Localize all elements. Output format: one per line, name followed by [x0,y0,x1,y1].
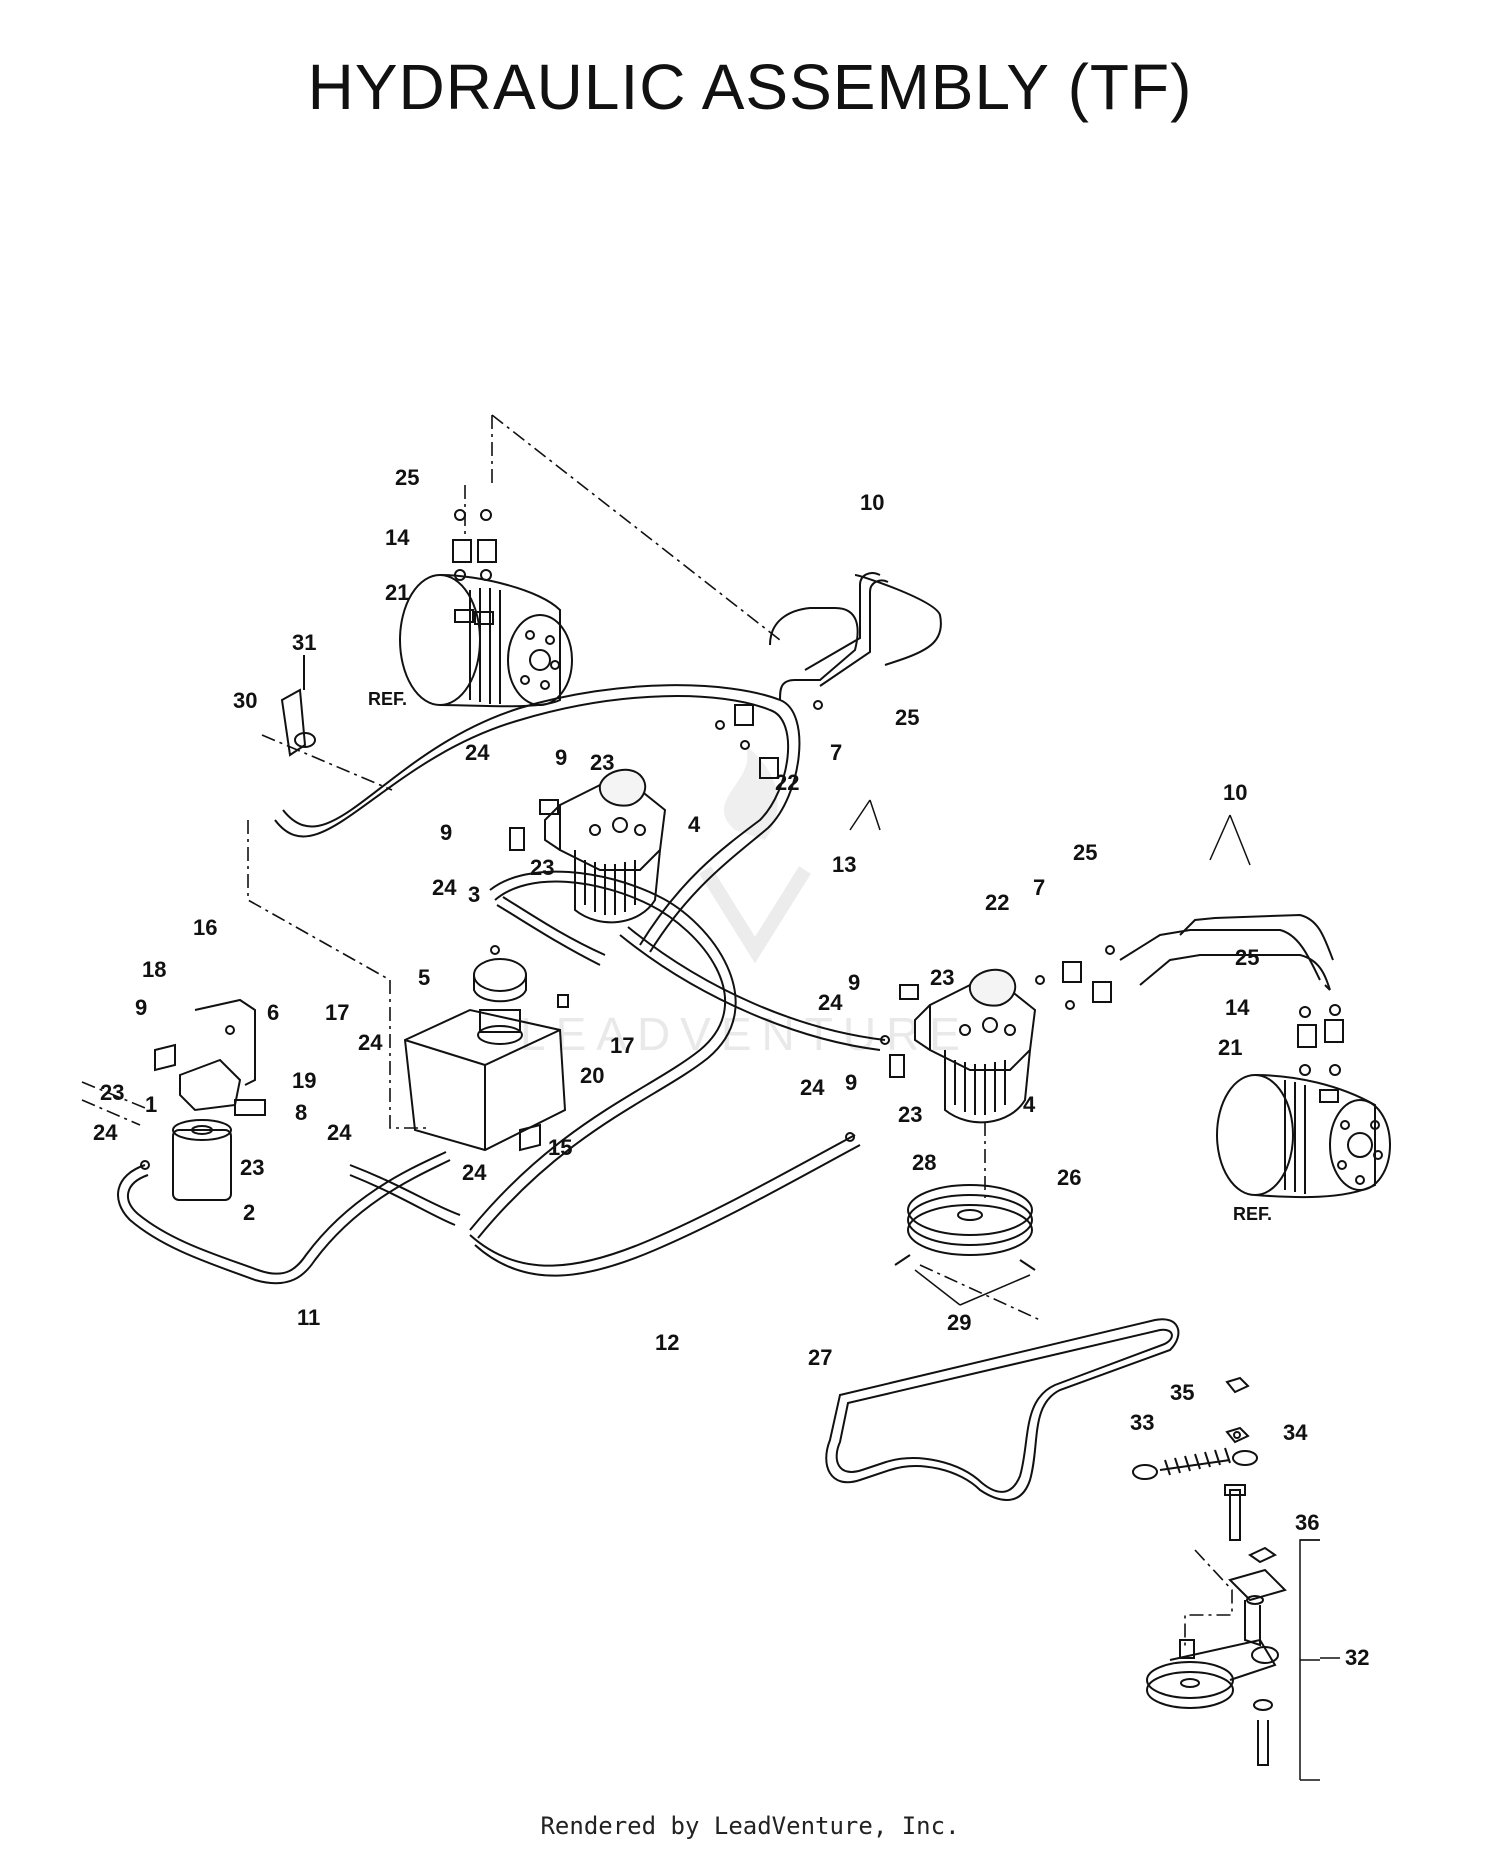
callout-14: 14 [1225,995,1250,1020]
alignment-lines [81,414,1233,1650]
callout-27: 27 [808,1345,832,1370]
callout-24: 24 [327,1120,352,1145]
callout-21: 21 [1218,1035,1242,1060]
callout-22: 22 [775,770,799,795]
hydraulic-lines [117,572,1334,1285]
callout-17: 17 [610,1033,634,1058]
bolt [1229,1489,1241,1541]
nut [1225,1376,1250,1394]
callout-9: 9 [135,995,147,1020]
bracket [280,688,307,757]
callout-12: 12 [655,1330,679,1355]
callout-25: 25 [1235,945,1259,970]
watermark-text: LEADVENTURE [520,1008,970,1060]
callout-15: 15 [548,1135,572,1160]
pump-left [544,768,667,924]
callout-31: 31 [292,630,316,655]
filter-assembly [154,998,266,1201]
callout-24: 24 [800,1075,825,1100]
callout-26: 26 [1057,1165,1081,1190]
callout-25: 25 [895,705,919,730]
callout-7: 7 [1033,875,1045,900]
callout-24: 24 [432,875,457,900]
callout-30: 30 [233,688,257,713]
leader-lines [849,799,1340,1781]
callout-24: 24 [93,1120,118,1145]
callout-24: 24 [818,990,843,1015]
ref-label: REF. [1233,1204,1272,1224]
callout-16: 16 [193,915,217,940]
callout-10: 10 [1223,780,1247,805]
callout-3: 3 [468,882,480,907]
wheel-motor-left [399,574,573,708]
page-title: HYDRAULIC ASSEMBLY (TF) [307,51,1193,123]
callout-23: 23 [590,750,614,775]
callout-35: 35 [1170,1380,1194,1405]
hose-13 [274,695,790,946]
callout-25: 25 [395,465,419,490]
callout-11: 11 [297,1305,320,1330]
callout-23: 23 [530,855,554,880]
callout-36: 36 [1295,1510,1319,1535]
drive-belt [825,1318,1180,1501]
callout-34: 34 [1283,1420,1308,1445]
callout-24: 24 [465,740,490,765]
callout-21: 21 [385,580,409,605]
ref-label: REF. [368,689,407,709]
callout-24: 24 [358,1030,383,1055]
callout-28: 28 [912,1150,936,1175]
tube-10-right [1119,929,1321,981]
hose-11 [117,1159,451,1285]
callout-33: 33 [1130,1410,1154,1435]
pulley [894,1184,1036,1271]
callout-9: 9 [440,820,452,845]
callout-17: 17 [325,1000,349,1025]
callout-10: 10 [860,490,884,515]
spring [1132,1447,1258,1480]
callout-20: 20 [580,1063,604,1088]
callout-9: 9 [555,745,567,770]
callout-23: 23 [240,1155,264,1180]
callout-18: 18 [142,957,166,982]
callout-4: 4 [688,812,701,837]
callout-9: 9 [845,1070,857,1095]
nut [1225,1426,1250,1444]
callout-9: 9 [848,970,860,995]
footer-credit: Rendered by LeadVenture, Inc. [540,1812,960,1840]
callout-32: 32 [1345,1645,1369,1670]
wheel-motor-right [1216,1074,1391,1199]
callout-23: 23 [100,1080,124,1105]
tube-10-left [769,607,859,701]
callout-14: 14 [385,525,410,550]
callout-25: 25 [1073,840,1097,865]
callouts: 10 10 25 25 25 25 14 14 21 21 31 30 REF.… [93,465,1369,1670]
callout-24: 24 [462,1160,487,1185]
callout-23: 23 [898,1102,922,1127]
callout-8: 8 [295,1100,307,1125]
callout-4: 4 [1023,1092,1036,1117]
pump-right [914,968,1037,1124]
reservoir-tank [403,958,567,1152]
callout-6: 6 [267,1000,279,1025]
callout-7: 7 [830,740,842,765]
callout-19: 19 [292,1068,316,1093]
fittings [140,509,1344,1170]
callout-29: 29 [947,1310,971,1335]
callout-23: 23 [930,965,954,990]
callout-2: 2 [243,1200,255,1225]
callout-1: 1 [145,1092,157,1117]
callout-22: 22 [985,890,1009,915]
callout-13: 13 [832,852,856,877]
idler-assembly [1146,1546,1287,1766]
callout-5: 5 [418,965,430,990]
